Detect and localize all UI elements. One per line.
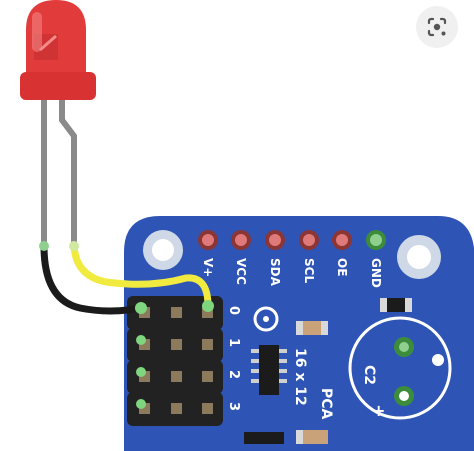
pin-label-scl: SCL <box>302 258 316 283</box>
component-strip <box>244 432 284 444</box>
lens-search-button[interactable] <box>416 6 458 48</box>
row-number-1: 1 <box>226 338 241 347</box>
row-number-0: 0 <box>226 306 241 315</box>
yellow-wire <box>70 242 212 310</box>
capacitor-c2: C2 + <box>348 316 452 420</box>
resistor-top <box>296 321 328 335</box>
chip-label: PCA <box>318 388 334 420</box>
row-numbers: 0 1 2 3 <box>226 306 241 411</box>
row-number-2: 2 <box>226 370 241 379</box>
led-leads <box>41 100 77 248</box>
chip-sublabel: 16 x 12 <box>292 348 308 406</box>
pin-label-vcc: VCC <box>234 258 248 285</box>
black-wire <box>40 242 145 315</box>
board-logo <box>253 306 279 332</box>
pin-label-vplus: V+ <box>201 258 215 277</box>
pin-label-oe: OE <box>335 258 349 276</box>
resistor-right <box>380 298 412 312</box>
lens-search-icon <box>427 17 447 37</box>
resistor-bottom <box>296 430 328 444</box>
servo-header-block <box>127 296 223 426</box>
capacitor-label: C2 <box>361 365 377 385</box>
pin-label-gnd: GND <box>369 258 383 288</box>
red-led <box>20 0 96 100</box>
row-number-3: 3 <box>226 402 241 411</box>
ic-chip <box>251 345 287 395</box>
capacitor-polarity: + <box>372 401 385 420</box>
header-pads <box>198 230 386 250</box>
header-pin-labels: V+ VCC SDA SCL OE GND <box>201 258 383 288</box>
pin-label-sda: SDA <box>268 258 282 287</box>
